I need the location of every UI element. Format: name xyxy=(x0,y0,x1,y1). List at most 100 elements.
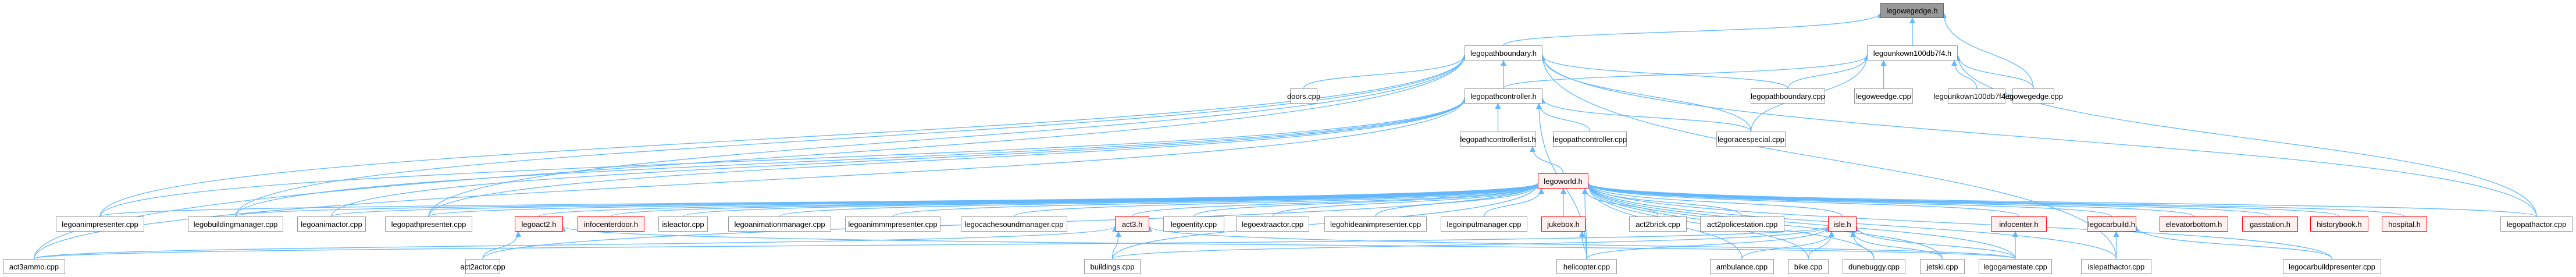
graph-node-legoextraactor-cpp[interactable]: legoextraactor.cpp xyxy=(1236,216,1309,232)
graph-node-legopathboundary-h[interactable]: legopathboundary.h xyxy=(1465,45,1542,61)
edge-legoworld_h-to-legopathcontrollerlist_h xyxy=(1530,146,1564,174)
graph-node-hospital-h[interactable]: hospital.h xyxy=(2382,216,2427,232)
graph-node-legounkown100db7f4-cpp[interactable]: legounkown100db7f4.cpp xyxy=(1933,88,2020,104)
graph-node-legopathcontrollerlist-h[interactable]: legopathcontrollerlist.h xyxy=(1460,132,1536,147)
graph-node-legoentity-cpp[interactable]: legoentity.cpp xyxy=(1163,216,1224,232)
edge-legoanimationmanager_cpp-to-legoworld_h xyxy=(779,183,1541,217)
graph-node-legoanimmmpresenter-cpp[interactable]: legoanimmmpresenter.cpp xyxy=(845,216,940,232)
node-label: legobuildingmanager.cpp xyxy=(193,219,278,229)
edge-legopathboundary_h-to-legowegedge_h xyxy=(1503,12,1883,46)
node-label: legohideanimpresenter.cpp xyxy=(1330,219,1421,229)
edge-legocarbuild_h-to-legoworld_h xyxy=(1585,183,2112,217)
graph-node-act2brick-cpp[interactable]: act2brick.cpp xyxy=(1629,216,1687,232)
graph-node-act2policestation-cpp[interactable]: act2policestation.cpp xyxy=(1700,216,1784,232)
graph-node-legopathactor-cpp[interactable]: legopathactor.cpp xyxy=(2500,216,2573,232)
graph-node-legoact2-h[interactable]: legoact2.h xyxy=(515,216,563,232)
graph-node-legoanimactor-cpp[interactable]: legoanimactor.cpp xyxy=(297,216,366,232)
node-label: jukebox.h xyxy=(1547,219,1580,229)
edge-legopathactor_cpp-to-legopathboundary_h xyxy=(1540,55,2537,217)
graph-node-isle-h[interactable]: isle.h xyxy=(1828,216,1857,232)
node-label: legoweedge.cpp xyxy=(1856,91,1911,101)
edge-bike_cpp-to-legoworld_h xyxy=(1585,183,1809,260)
graph-node-legopathboundary-cpp[interactable]: legopathboundary.cpp xyxy=(1751,88,1825,104)
graph-node-legoracespecial-cpp[interactable]: legoracespecial.cpp xyxy=(1716,132,1786,147)
edge-gasstation_h-to-legoworld_h xyxy=(1585,183,2271,217)
graph-node-legoworld-h[interactable]: legoworld.h xyxy=(1538,173,1588,189)
node-label: legogamestate.cpp xyxy=(1983,262,2047,271)
node-label: act2policestation.cpp xyxy=(1706,219,1778,229)
graph-node-elevatorbottom-h[interactable]: elevatorbottom.h xyxy=(2160,216,2228,232)
graph-node-act2actor-cpp[interactable]: act2actor.cpp xyxy=(460,259,505,274)
graph-node-act3-h[interactable]: act3.h xyxy=(1115,216,1149,232)
graph-node-legounkown100db7f4-h[interactable]: legounkown100db7f4.h xyxy=(1867,45,1958,61)
edge-helicopter_cpp-to-jukebox_h xyxy=(1579,231,1587,260)
graph-node-gasstation-h[interactable]: gasstation.h xyxy=(2242,216,2298,232)
edge-legopathboundary_cpp-to-legounkown100db7f4_h xyxy=(1787,55,1870,89)
edge-legoanimactor_cpp-to-legopathcontroller_h xyxy=(331,98,1467,217)
graph-node-legoanimationmanager-cpp[interactable]: legoanimationmanager.cpp xyxy=(728,216,831,232)
edge-legoextraactor_cpp-to-legoworld_h xyxy=(1272,183,1541,217)
edge-doors_cpp-to-legopathboundary_h xyxy=(1303,55,1467,89)
edge-legowegedge_cpp-to-legowegedge_h xyxy=(1941,12,2034,89)
graph-node-legobuildingmanager-cpp[interactable]: legobuildingmanager.cpp xyxy=(188,216,283,232)
edge-legopathboundary_cpp-to-legopathboundary_h xyxy=(1540,55,1788,89)
node-label: infocenter.h xyxy=(1999,219,2039,229)
edge-legopathpresenter_cpp-to-legopathcontroller_h xyxy=(428,98,1467,217)
graph-node-legocarbuildpresenter-cpp[interactable]: legocarbuildpresenter.cpp xyxy=(2283,259,2381,274)
node-label: legounkown100db7f4.cpp xyxy=(1933,91,2020,101)
graph-node-legoanimpresenter-cpp[interactable]: legoanimpresenter.cpp xyxy=(56,216,144,232)
edge-ambulance_cpp-to-isle_h xyxy=(1741,231,1834,260)
edge-act3ammo_cpp-to-act3_h xyxy=(33,226,1118,260)
graph-node-ambulance-cpp[interactable]: ambulance.cpp xyxy=(1710,259,1774,274)
edge-legogamestate_cpp-to-isle_h xyxy=(1854,226,2016,260)
graph-node-infocenter-h[interactable]: infocenter.h xyxy=(1991,216,2047,232)
graph-node-legowegedge-cpp[interactable]: legowegedge.cpp xyxy=(2004,88,2063,104)
graph-node-doors-cpp[interactable]: doors.cpp xyxy=(1287,88,1320,104)
graph-node-legopathcontroller-h[interactable]: legopathcontroller.h xyxy=(1465,88,1542,104)
graph-node-legogamestate-cpp[interactable]: legogamestate.cpp xyxy=(1979,259,2052,274)
edge-legopathpresenter_cpp-to-legopathboundary_h xyxy=(428,55,1467,217)
node-label: legowegedge.h xyxy=(1886,6,1938,15)
edge-bike_cpp-to-isle_h xyxy=(1808,231,1834,260)
node-label: act3ammo.cpp xyxy=(9,262,59,271)
node-label: isle.h xyxy=(1833,219,1851,229)
node-label: isleactor.cpp xyxy=(662,219,704,229)
graph-node-jetski-cpp[interactable]: jetski.cpp xyxy=(1920,259,1965,274)
graph-node-legocarbuild-h[interactable]: legocarbuild.h xyxy=(2087,216,2136,232)
graph-node-legopathpresenter-cpp[interactable]: legopathpresenter.cpp xyxy=(385,216,472,232)
node-label: legoanimpresenter.cpp xyxy=(62,219,138,229)
node-label: legopathcontroller.cpp xyxy=(1552,134,1627,144)
edge-legoracespecial_cpp-to-legopathcontroller_h xyxy=(1540,98,1752,132)
graph-node-legoweedge-cpp[interactable]: legoweedge.cpp xyxy=(1854,88,1913,104)
graph-node-act3ammo-cpp[interactable]: act3ammo.cpp xyxy=(3,259,65,274)
graph-node-historybook-h[interactable]: historybook.h xyxy=(2310,216,2368,232)
edge-act3ammo_cpp-to-isle_h xyxy=(33,226,1831,260)
node-label: legoanimmmpresenter.cpp xyxy=(848,219,938,229)
node-label: infocenterdoor.h xyxy=(583,219,639,229)
node-label: dunebuggy.cpp xyxy=(1848,262,1900,271)
graph-node-isleactor-cpp[interactable]: isleactor.cpp xyxy=(658,216,708,232)
graph-node-buildings-cpp[interactable]: buildings.cpp xyxy=(1084,259,1141,274)
graph-node-legopathcontroller-cpp[interactable]: legopathcontroller.cpp xyxy=(1553,132,1627,147)
graph-node-jukebox-h[interactable]: jukebox.h xyxy=(1541,216,1585,232)
graph-node-legocachesoundmanager-cpp[interactable]: legocachesoundmanager.cpp xyxy=(961,216,1067,232)
graph-node-legoinputmanager-cpp[interactable]: legoinputmanager.cpp xyxy=(1441,216,1527,232)
edge-legobuildingmanager_cpp-to-legopathboundary_h xyxy=(235,55,1467,217)
node-label: elevatorbottom.h xyxy=(2165,219,2222,229)
node-label: ambulance.cpp xyxy=(1716,262,1768,271)
edge-elevatorbottom_h-to-legoworld_h xyxy=(1585,183,2194,217)
graph-node-dunebuggy-cpp[interactable]: dunebuggy.cpp xyxy=(1843,259,1905,274)
graph-node-legohideanimpresenter-cpp[interactable]: legohideanimpresenter.cpp xyxy=(1324,216,1427,232)
node-label: historybook.h xyxy=(2317,219,2362,229)
node-label: legopathboundary.cpp xyxy=(1751,91,1825,101)
graph-node-helicopter-cpp[interactable]: helicopter.cpp xyxy=(1556,259,1617,274)
edge-legoanimpresenter_cpp-to-legoworld_h xyxy=(99,183,1541,217)
graph-node-infocenterdoor-h[interactable]: infocenterdoor.h xyxy=(578,216,644,232)
edge-legopathpresenter_cpp-to-legoworld_h xyxy=(428,183,1541,217)
graph-node-islepathactor-cpp[interactable]: islepathactor.cpp xyxy=(2081,259,2151,274)
edge-legoanimpresenter_cpp-to-legopathcontroller_h xyxy=(99,98,1467,217)
edge-hospital_h-to-legoworld_h xyxy=(1585,183,2405,217)
edge-legogamestate_cpp-to-legoworld_h xyxy=(1585,183,2016,260)
graph-node-bike-cpp[interactable]: bike.cpp xyxy=(1788,259,1829,274)
